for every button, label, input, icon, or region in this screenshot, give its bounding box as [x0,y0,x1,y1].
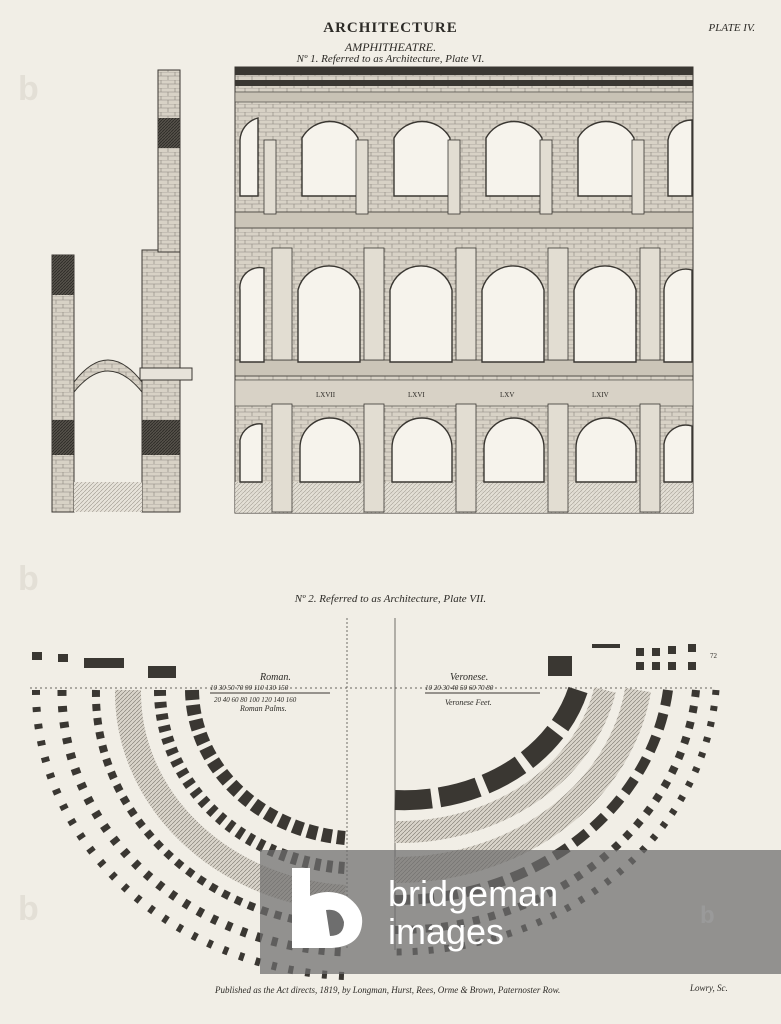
roman-label: Roman. [260,672,291,683]
roman-scale-bottom-numbers: 20 40 60 80 100 120 140 160 [214,696,297,704]
arch-number-label: LXVI [408,391,425,399]
figure-1-caption: Nº 1. Referred to as Architecture, Plate… [296,53,485,65]
ghost-watermark-mark: b [18,70,39,108]
seat-number: 72 [710,652,717,660]
ghost-watermark-mark: b [18,560,39,598]
ghost-watermark-mark: b [18,890,39,928]
veronese-scale-numbers: 10 20 30 40 50 60 70 80 [425,684,494,692]
bridgeman-logo-icon [292,868,363,948]
arch-number-label: LXV [500,391,515,399]
amphitheatre-elevation-drawing [51,66,694,514]
watermark-brand-line1: bridgeman [388,873,559,914]
facade-elevation [234,66,694,514]
watermark-brand-line2: images [388,911,505,952]
roman-scale-top-numbers: 10 30 50 70 90 110 130 150 [210,684,289,692]
subject-title: AMPHITHEATRE. [344,40,437,54]
engraver-credit: Lowry, Sc. [690,983,728,993]
publisher-imprint: Published as the Act directs, 1819, by L… [215,985,561,995]
arch-number-label: LXIV [592,391,609,399]
plate-number: PLATE IV. [708,22,755,34]
page-title: ARCHITECTURE [323,20,458,36]
veronese-scale-unit: Veronese Feet. [445,698,492,707]
veronese-label: Veronese. [450,672,489,683]
cross-section [51,69,193,513]
arch-number-label: LXVII [316,391,336,399]
roman-scale-unit: Roman Palms. [240,704,287,713]
watermark-mark: b [700,902,715,929]
figure-2-caption: Nº 2. Referred to as Architecture, Plate… [294,593,487,605]
